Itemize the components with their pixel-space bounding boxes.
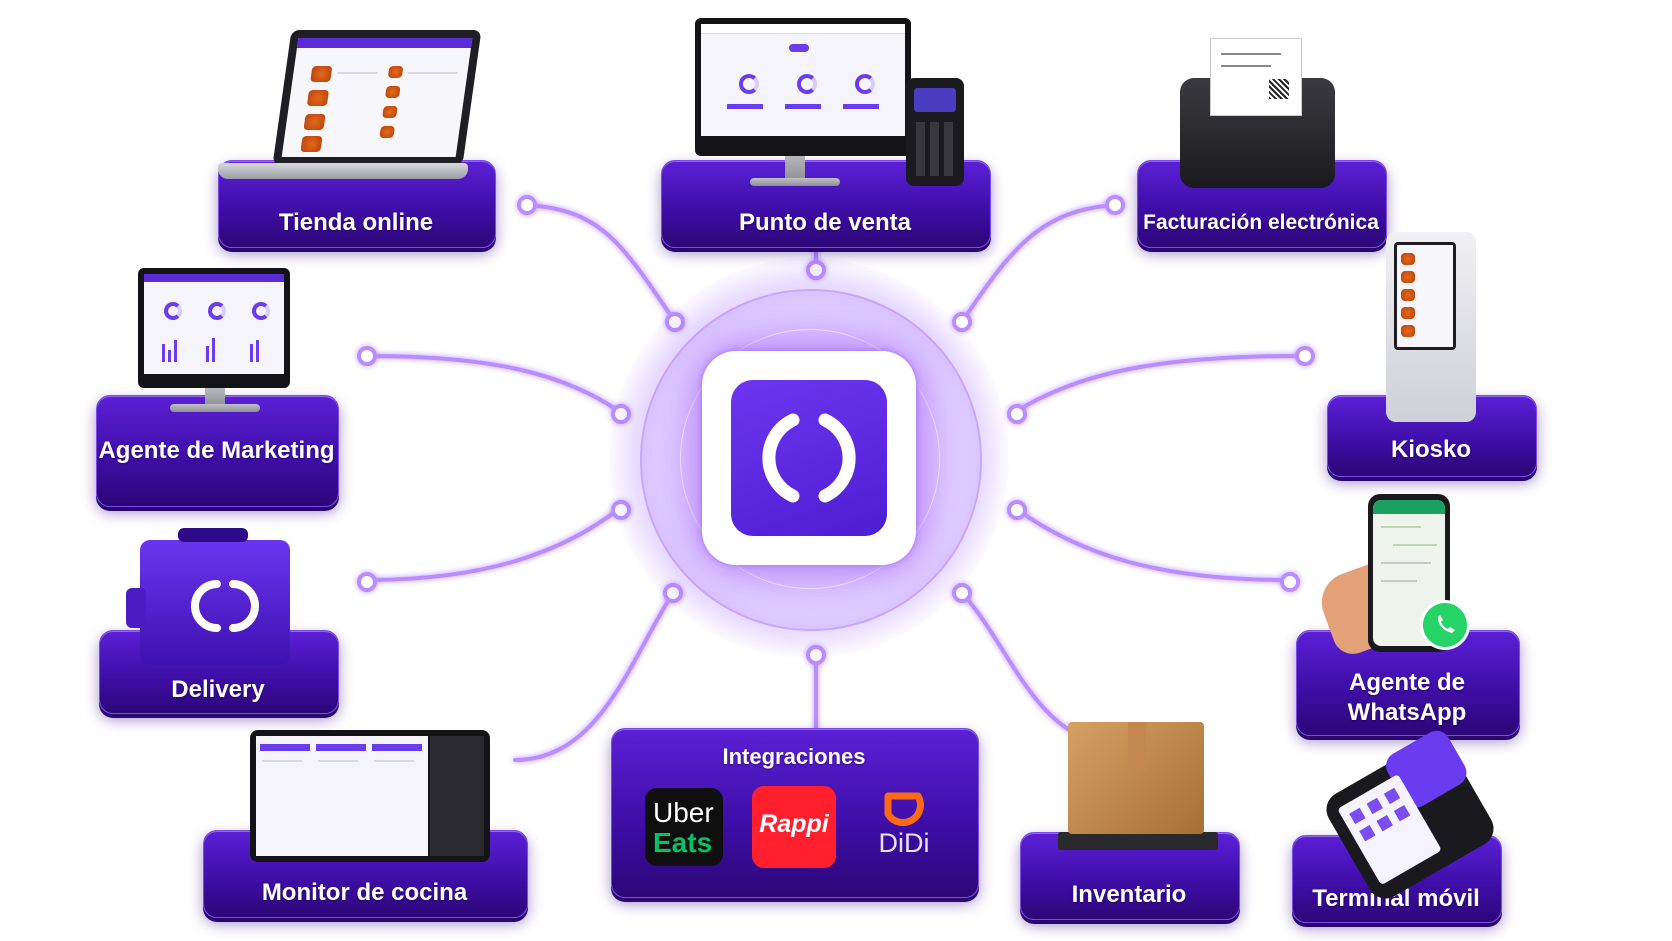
delivery-bag-icon <box>126 540 290 665</box>
agente-whatsapp-label: Agente de WhatsApp <box>1347 669 1467 726</box>
wire-node <box>1280 572 1300 592</box>
pos-monitor-icon <box>695 18 911 156</box>
monitor-cocina-label: Monitor de cocina <box>261 879 468 906</box>
hub-ring <box>640 289 982 631</box>
parentheses-logo-icon <box>762 413 856 503</box>
parentheses-logo-icon <box>191 580 259 632</box>
card-terminal-icon <box>906 78 964 186</box>
uber-eats-line2: Eats <box>653 827 713 858</box>
wire-node <box>1007 404 1027 424</box>
monitor-foot <box>170 404 260 412</box>
wire-node <box>357 346 377 366</box>
wire-node <box>357 572 377 592</box>
monitor-stand <box>205 384 225 406</box>
hub-inner-ring <box>680 329 940 589</box>
wire-node <box>517 195 537 215</box>
facturacion-label: Facturación electrónica <box>1143 211 1379 234</box>
laptop-base <box>218 163 468 179</box>
marketing-monitor-icon <box>138 268 290 388</box>
wire-delivery <box>365 506 622 582</box>
wire-whatsapp <box>1013 506 1287 582</box>
inventario-label: Inventario <box>1071 881 1187 908</box>
laptop-icon <box>272 30 482 165</box>
didi-wordmark: DiDi <box>878 828 930 858</box>
kiosk-icon <box>1386 232 1476 422</box>
hub-logo <box>731 380 887 536</box>
wire-cocina <box>513 591 675 762</box>
wire-tienda <box>525 203 677 324</box>
receipt-icon <box>1210 38 1302 116</box>
didi-logo: DiDi <box>866 790 942 866</box>
wire-kiosko <box>1013 354 1302 414</box>
delivery-label: Delivery <box>171 676 265 703</box>
wire-inventario <box>960 591 1092 742</box>
bag-handle <box>178 528 248 542</box>
uber-eats-logo: Uber Eats <box>645 788 723 866</box>
tienda-online-label: Tienda online <box>278 209 434 236</box>
wire-factura <box>960 203 1117 324</box>
wire-marketing <box>365 354 622 414</box>
punto-de-venta-label: Punto de venta <box>738 209 912 236</box>
rappi-logo: Rappi <box>752 786 836 868</box>
pallet-icon <box>1058 832 1218 850</box>
wire-node <box>1295 346 1315 366</box>
wire-node <box>1007 500 1027 520</box>
integraciones-label: Integraciones <box>722 744 866 769</box>
rappi-wordmark: Rappi <box>759 810 829 838</box>
agente-marketing-box <box>96 395 339 507</box>
box-icon <box>1068 722 1204 834</box>
didi-icon <box>884 792 924 826</box>
monitor-stand <box>785 150 805 180</box>
agente-whatsapp-box <box>1296 630 1520 736</box>
agente-marketing-label: Agente de Marketing <box>98 437 335 464</box>
uber-eats-line1: Uber <box>653 797 714 828</box>
monitor-foot <box>750 178 840 186</box>
kitchen-tablet-icon <box>250 730 490 862</box>
kiosko-label: Kiosko <box>1390 436 1471 463</box>
whatsapp-icon <box>1420 600 1470 650</box>
wire-node <box>1105 195 1125 215</box>
